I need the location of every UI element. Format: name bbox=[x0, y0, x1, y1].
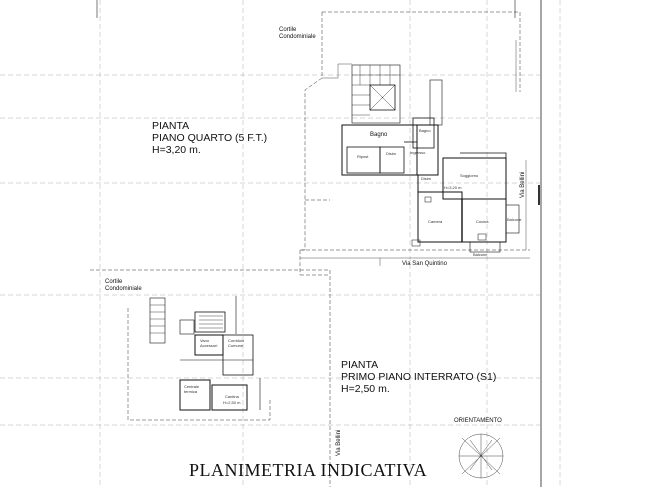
room-centrale-termica: Centrale termica bbox=[184, 384, 200, 394]
sheet-grid bbox=[0, 0, 561, 487]
room-disimpegno: Disim bbox=[386, 151, 396, 156]
room-cucina: Cucina bbox=[476, 219, 489, 224]
street-via-san-quintino: Via San Quintino bbox=[402, 261, 447, 267]
room-bagno: Bagno bbox=[370, 132, 388, 138]
courtyard-line: Condominiale bbox=[279, 34, 316, 40]
courtyard-line: Cortile bbox=[105, 279, 123, 285]
upper-building-surroundings bbox=[300, 40, 530, 266]
upper-plan-outline bbox=[299, 11, 530, 276]
room-disimpegno-2: Disim bbox=[421, 176, 431, 181]
dimension-marks bbox=[538, 185, 540, 205]
room-camera: Camera bbox=[428, 219, 443, 224]
title-line: PIANTA bbox=[341, 359, 379, 371]
room-balcone-right: Balcone bbox=[507, 217, 522, 222]
room-balcone-bottom: Balcone bbox=[473, 252, 488, 257]
courtyard-line: Condominiale bbox=[105, 286, 142, 292]
room-ingresso: Ingresso bbox=[410, 150, 426, 155]
orientation-label: ORIENTAMENTO bbox=[454, 418, 502, 424]
room-cantina: Cantina bbox=[225, 394, 239, 399]
room-ripost: Ripost bbox=[357, 154, 369, 159]
lower-basement bbox=[149, 296, 261, 411]
room-vano-accessori: Vano Accessori bbox=[200, 338, 218, 348]
compass-icon bbox=[458, 433, 504, 479]
upper-plan-title: PIANTA PIANO QUARTO (5 F.T.) H=3,20 m. bbox=[152, 120, 267, 156]
lower-courtyard-label: Cortile Condominiale bbox=[105, 279, 142, 293]
title-line: PRIMO PIANO INTERRATO (S1) bbox=[341, 371, 497, 383]
lower-plan-title: PIANTA PRIMO PIANO INTERRATO (S1) H=2,50… bbox=[341, 359, 496, 395]
room-soggiorno: Soggiorno bbox=[460, 173, 479, 178]
title-line: PIANTA bbox=[152, 120, 190, 132]
street-via-bellini-lower: Via Bellini bbox=[336, 429, 342, 456]
room-cantina-height: H=2,50 m bbox=[223, 400, 241, 405]
upper-apartment bbox=[341, 64, 520, 253]
room-corridoio-comune: Corridoio Comune bbox=[228, 338, 245, 348]
courtyard-line: Cortile bbox=[279, 27, 297, 33]
lower-plan-outline bbox=[90, 269, 331, 487]
title-line: H=3,20 m. bbox=[152, 144, 201, 156]
street-via-bellini-upper: Via Bellini bbox=[520, 171, 526, 198]
title-line: PIANO QUARTO (5 F.T.) bbox=[152, 132, 268, 144]
room-height-note: H=3,20 m bbox=[444, 185, 462, 190]
room-bagno-small: Bagno bbox=[419, 128, 431, 133]
upper-courtyard-label: Cortile Condominiale bbox=[279, 27, 316, 41]
main-title: PLANIMETRIA INDICATIVA bbox=[189, 460, 428, 480]
title-line: H=2,50 m. bbox=[341, 383, 390, 395]
